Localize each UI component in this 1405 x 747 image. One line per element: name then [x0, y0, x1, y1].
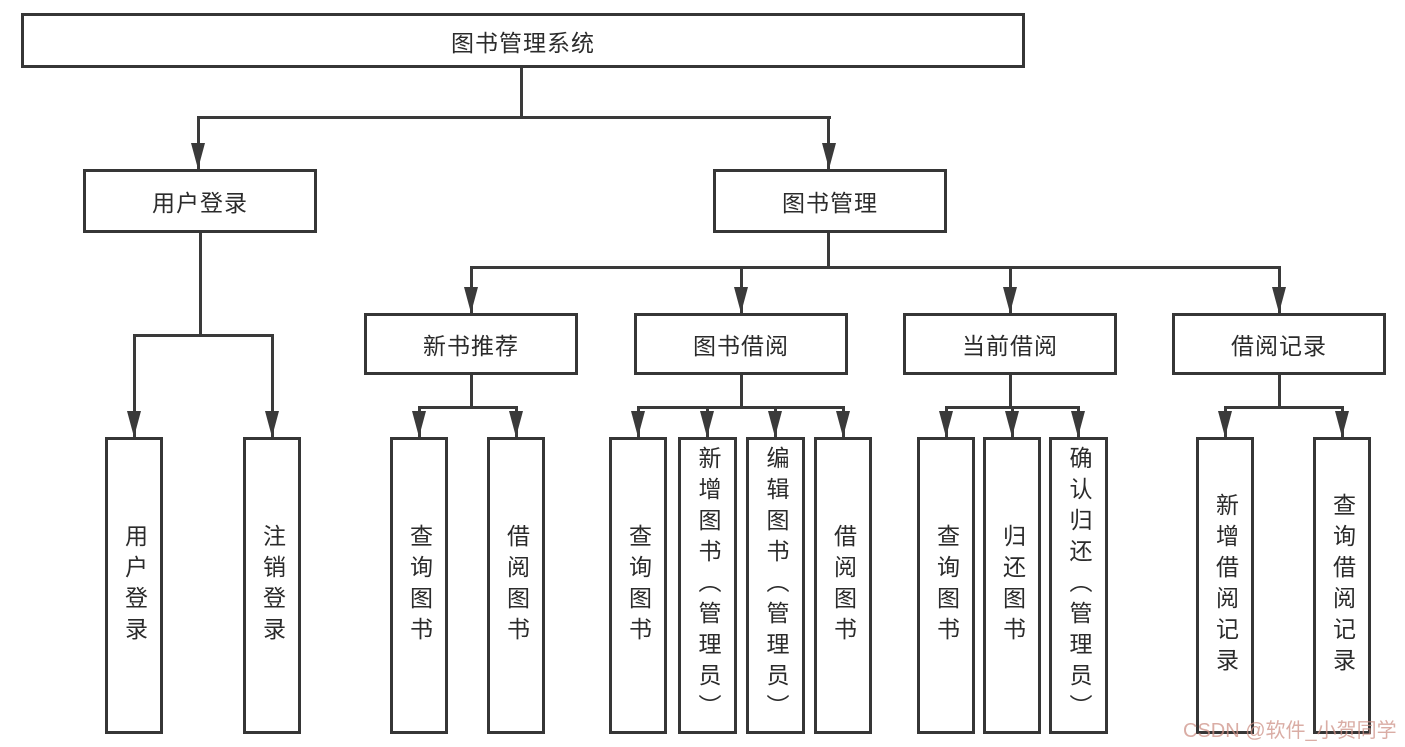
- node-user-login-label: 用户登录: [152, 190, 248, 216]
- arrowhead-icon: [412, 411, 426, 437]
- node-leaf-query-books-3-label: 查询图书: [933, 523, 960, 648]
- node-leaf-query-books-2-label: 查询图书: [625, 523, 652, 648]
- connector-level3-hbar: [470, 266, 1281, 269]
- connector-root-stem: [520, 66, 523, 119]
- connector-groupE-hbar: [1224, 406, 1344, 409]
- node-leaf-logout-label: 注销登录: [259, 523, 286, 648]
- arrowhead-icon: [1005, 411, 1019, 437]
- node-book-borrow: 图书借阅: [634, 313, 848, 375]
- node-leaf-query-books-2: 查询图书: [609, 437, 667, 734]
- node-borrow-record: 借阅记录: [1172, 313, 1386, 375]
- node-book-mgmt: 图书管理: [713, 169, 947, 233]
- connector-newbook-stem: [470, 374, 473, 409]
- node-leaf-edit-book-admin: 编辑图书（管理员）: [746, 437, 805, 734]
- connector-a1-stub: [133, 335, 136, 437]
- arrowhead-icon: [939, 411, 953, 437]
- arrowhead-icon: [1003, 287, 1017, 313]
- node-leaf-return-book: 归还图书: [983, 437, 1041, 734]
- node-leaf-query-books-1: 查询图书: [390, 437, 448, 734]
- node-leaf-borrow-books-1-label: 借阅图书: [503, 523, 530, 648]
- node-user-login: 用户登录: [83, 169, 317, 233]
- arrowhead-icon: [464, 287, 478, 313]
- node-leaf-borrow-books-2-label: 借阅图书: [830, 523, 857, 648]
- node-book-mgmt-label: 图书管理: [782, 190, 878, 216]
- node-leaf-borrow-books-1: 借阅图书: [487, 437, 545, 734]
- arrowhead-icon: [509, 411, 523, 437]
- arrowhead-icon: [1071, 411, 1085, 437]
- node-book-borrow-label: 图书借阅: [693, 333, 789, 359]
- node-leaf-query-borrow-record-label: 查询借阅记录: [1329, 492, 1356, 679]
- connector-groupB-hbar: [418, 406, 518, 409]
- node-leaf-query-borrow-record: 查询借阅记录: [1313, 437, 1371, 734]
- node-new-book-rec-label: 新书推荐: [423, 333, 519, 359]
- arrowhead-icon: [1218, 411, 1232, 437]
- connector-userlogin-stem: [199, 232, 202, 337]
- node-root: 图书管理系统: [21, 13, 1025, 68]
- node-borrow-record-label: 借阅记录: [1231, 333, 1327, 359]
- arrowhead-icon: [191, 143, 205, 169]
- node-new-book-rec: 新书推荐: [364, 313, 578, 375]
- connector-bookmgmt-stem: [827, 232, 830, 269]
- connector-groupA-hbar: [133, 334, 274, 337]
- csdn-watermark: CSDN @软件_小贺同学: [1183, 720, 1397, 742]
- connector-level2-hbar: [197, 116, 831, 119]
- arrowhead-icon: [1272, 287, 1286, 313]
- node-leaf-add-book-admin: 新增图书（管理员）: [678, 437, 737, 734]
- arrowhead-icon: [822, 143, 836, 169]
- arrowhead-icon: [1335, 411, 1349, 437]
- node-leaf-add-borrow-record-label: 新增借阅记录: [1212, 492, 1239, 679]
- node-leaf-add-borrow-record: 新增借阅记录: [1196, 437, 1254, 734]
- node-current-borrow-label: 当前借阅: [962, 333, 1058, 359]
- connector-a2-stub: [271, 335, 274, 437]
- node-leaf-return-book-label: 归还图书: [999, 523, 1026, 648]
- connector-currentborrow-stem: [1009, 374, 1012, 409]
- arrowhead-icon: [631, 411, 645, 437]
- node-leaf-query-books-1-label: 查询图书: [406, 523, 433, 648]
- node-leaf-confirm-return-admin-label: 确认归还（管理员）: [1066, 446, 1092, 725]
- connector-borrowrecord-stem: [1278, 374, 1281, 409]
- arrowhead-icon: [836, 411, 850, 437]
- node-leaf-logout: 注销登录: [243, 437, 301, 734]
- connector-groupC-hbar: [637, 406, 845, 409]
- arrowhead-icon: [127, 411, 141, 437]
- node-root-label: 图书管理系统: [451, 29, 595, 56]
- arrowhead-icon: [700, 411, 714, 437]
- node-leaf-user-login-label: 用户登录: [121, 523, 148, 648]
- arrowhead-icon: [734, 287, 748, 313]
- node-leaf-confirm-return-admin: 确认归还（管理员）: [1049, 437, 1108, 734]
- node-leaf-borrow-books-2: 借阅图书: [814, 437, 872, 734]
- node-leaf-query-books-3: 查询图书: [917, 437, 975, 734]
- arrowhead-icon: [265, 411, 279, 437]
- arrowhead-icon: [768, 411, 782, 437]
- connector-bookborrow-stem: [740, 374, 743, 409]
- node-leaf-add-book-admin-label: 新增图书（管理员）: [695, 446, 721, 725]
- node-leaf-user-login: 用户登录: [105, 437, 163, 734]
- node-current-borrow: 当前借阅: [903, 313, 1117, 375]
- node-leaf-edit-book-admin-label: 编辑图书（管理员）: [763, 446, 789, 725]
